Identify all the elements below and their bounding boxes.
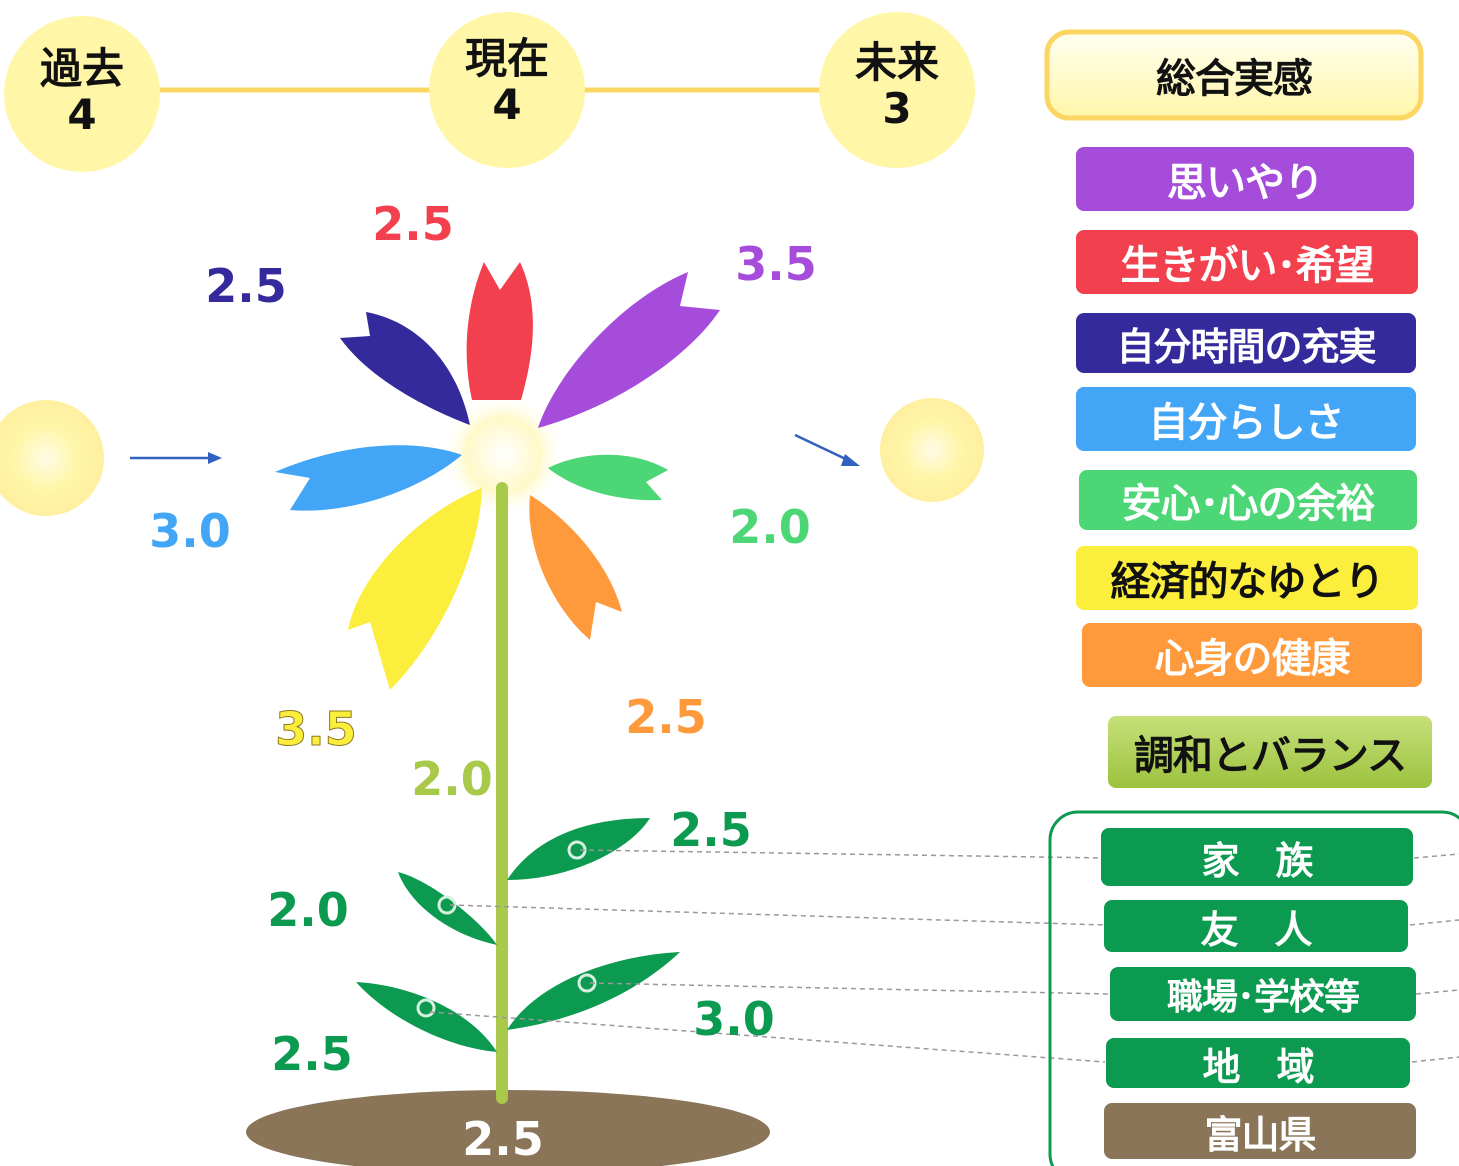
soil-ellipse <box>246 1090 770 1166</box>
legend-toyama: 富山県 <box>1104 1103 1416 1159</box>
value-chowa: 2.0 <box>411 752 493 806</box>
petal-jibunrashisa <box>275 445 462 511</box>
value-yujin: 2.0 <box>267 883 349 937</box>
legend-shinshin: 心身の健康 <box>1082 623 1422 687</box>
future-title: 未来 <box>854 38 939 87</box>
petal-shinshin <box>529 495 622 640</box>
present-label: 現在 4 <box>447 36 567 128</box>
past-value: 4 <box>67 90 97 139</box>
petal-ikigai <box>466 262 533 400</box>
legend-chowa: 調和とバランス <box>1108 716 1432 788</box>
legend-omoiyari: 思いやり <box>1076 147 1414 211</box>
present-title: 現在 <box>464 34 549 83</box>
flower-center <box>441 393 565 517</box>
petal-anshin <box>548 454 668 501</box>
community-legend-frame <box>1048 810 1459 1166</box>
legend-kazoku: 家 族 <box>1101 828 1413 886</box>
value-jibunrashisa: 3.0 <box>149 504 231 558</box>
legend-yujin: 友 人 <box>1104 900 1408 952</box>
value-chiiki: 2.5 <box>271 1027 353 1081</box>
arrow-left-head-icon <box>208 452 222 464</box>
leaf-dot-icon <box>416 998 436 1018</box>
leaf-shokuba <box>507 952 680 1030</box>
legend-ikigai: 生きがい･希望 <box>1076 230 1418 294</box>
legend-shokuba: 職場･学校等 <box>1110 967 1416 1021</box>
value-shinshin: 2.5 <box>625 690 707 744</box>
value-toyama: 2.5 <box>462 1112 544 1166</box>
petal-jibun-jikan <box>340 312 470 425</box>
legend-jibunrashisa: 自分らしさ <box>1076 387 1416 451</box>
value-keizai: 3.5 <box>275 702 357 756</box>
arrow-right <box>794 433 853 464</box>
value-shokuba: 3.0 <box>693 992 775 1046</box>
legend-chiiki: 地 域 <box>1106 1038 1410 1089</box>
arrow-right-head-icon <box>841 454 860 466</box>
past-title: 過去 <box>39 44 124 93</box>
sun-left-icon <box>0 400 104 516</box>
future-circle <box>819 12 975 168</box>
present-circle <box>429 12 585 168</box>
connector-lines <box>429 849 1459 1063</box>
value-anshin: 2.0 <box>729 500 811 554</box>
future-label: 未来 3 <box>837 40 957 132</box>
sun-right-icon <box>880 398 984 502</box>
value-kazoku: 2.5 <box>670 803 752 857</box>
overall-box <box>1044 29 1424 121</box>
future-value: 3 <box>882 84 912 133</box>
legend-jibun-jikan: 自分時間の充実 <box>1076 313 1416 373</box>
value-omoiyari: 3.5 <box>735 237 817 291</box>
leaf-kazoku <box>507 818 650 880</box>
petal-omoiyari <box>538 272 720 428</box>
value-jibun-jikan: 2.5 <box>205 259 287 313</box>
legend-keizai: 経済的なゆとり <box>1076 546 1418 610</box>
petal-keizai <box>348 488 482 690</box>
present-value: 4 <box>492 80 522 129</box>
legend-overall: 総合実感 <box>1156 56 1313 102</box>
value-ikigai: 2.5 <box>372 197 454 251</box>
leaf-yujin <box>398 872 497 945</box>
legend-anshin: 安心･心の余裕 <box>1079 470 1417 530</box>
past-circle <box>4 16 160 172</box>
past-label: 過去 4 <box>22 46 142 138</box>
